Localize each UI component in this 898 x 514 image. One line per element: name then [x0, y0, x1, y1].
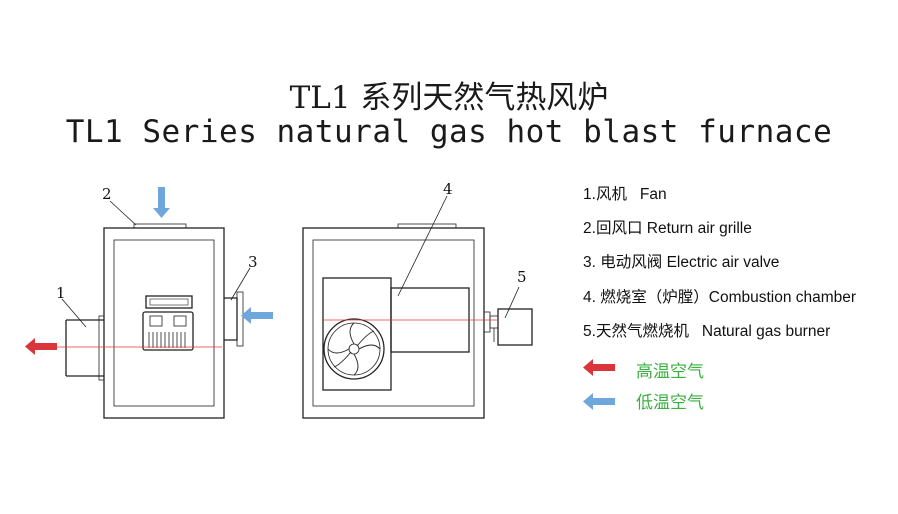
title-english: TL1 Series natural gas hot blast furnace	[65, 114, 833, 150]
air-valve-body	[224, 297, 238, 341]
callout-2: 2	[102, 185, 112, 203]
legend-item-combustion-chamber: 4. 燃烧室（炉膛）Combustion chamber	[583, 285, 856, 307]
callout-5: 5	[517, 268, 527, 286]
leader-line-5	[504, 286, 520, 319]
cold-air-label: 低温空气	[636, 393, 704, 413]
legend-cn: 燃烧室（炉膛）	[600, 289, 709, 306]
fan-outlet-flange	[98, 315, 105, 381]
legend-num: 5.	[583, 323, 596, 340]
leader-line-1	[61, 298, 87, 328]
legend-en: Fan	[639, 186, 667, 203]
control-panel-vents	[148, 332, 186, 348]
legend-cn: 天然气燃烧机	[595, 323, 689, 340]
legend-num: 2.	[583, 220, 596, 237]
left-cabinet-inner	[113, 239, 215, 407]
burner-neck	[489, 315, 499, 329]
burner-flange	[483, 311, 491, 333]
callout-1: 1	[56, 284, 66, 302]
fan-inner-ring	[327, 322, 381, 376]
air-valve-flange	[236, 291, 244, 347]
burner-body	[497, 308, 533, 346]
control-button-right	[173, 315, 187, 327]
right-view	[302, 195, 533, 419]
hot-air-label: 高温空气	[636, 362, 704, 382]
legend-item-natural-gas-burner: 5.天然气燃烧机 Natural gas burner	[583, 319, 830, 341]
callout-4: 4	[443, 180, 453, 198]
legend-en: Natural gas burner	[701, 323, 831, 340]
legend-item-electric-air-valve: 3. 电动风阀 Electric air valve	[583, 250, 779, 272]
hot-air-arrow-left	[25, 338, 57, 355]
legend-hot-arrow	[583, 359, 615, 376]
cold-air-arrow-left	[241, 307, 273, 324]
title-chinese: TL1 系列天然气热风炉	[289, 80, 609, 116]
legend-en: Combustion chamber	[708, 289, 857, 306]
control-display	[145, 295, 193, 309]
leader-line-2	[109, 200, 137, 226]
control-button-left	[149, 315, 163, 327]
legend-en: Return air grille	[646, 220, 752, 237]
leader-line-3	[230, 267, 251, 301]
return-air-opening	[133, 223, 187, 229]
left-view	[61, 200, 251, 419]
legend-num: 3.	[583, 254, 596, 271]
right-cabinet-inner	[312, 239, 475, 407]
legend-item-fan: 1.风机 Fan	[583, 182, 667, 204]
control-panel	[142, 311, 194, 351]
legend-num: 1.	[583, 186, 596, 203]
legend-cold-arrow	[583, 393, 615, 410]
callout-3: 3	[248, 253, 258, 271]
legend-item-return-air-grille: 2.回风口 Return air grille	[583, 216, 752, 238]
cold-air-arrow-down	[153, 187, 170, 218]
legend-cn: 电动风阀	[600, 254, 663, 271]
fan-outer-ring	[323, 318, 385, 380]
legend-cn: 回风口	[595, 220, 643, 237]
leader-line-4	[397, 195, 448, 297]
fan-blades	[327, 322, 381, 376]
legend-cn: 风机	[595, 186, 627, 203]
legend-en: Electric air valve	[666, 254, 780, 271]
legend-num: 4.	[583, 289, 596, 306]
left-cabinet-outer	[103, 227, 225, 419]
fan-outlet-duct	[65, 319, 104, 377]
top-opening	[397, 223, 457, 229]
control-display-screen	[149, 298, 189, 306]
